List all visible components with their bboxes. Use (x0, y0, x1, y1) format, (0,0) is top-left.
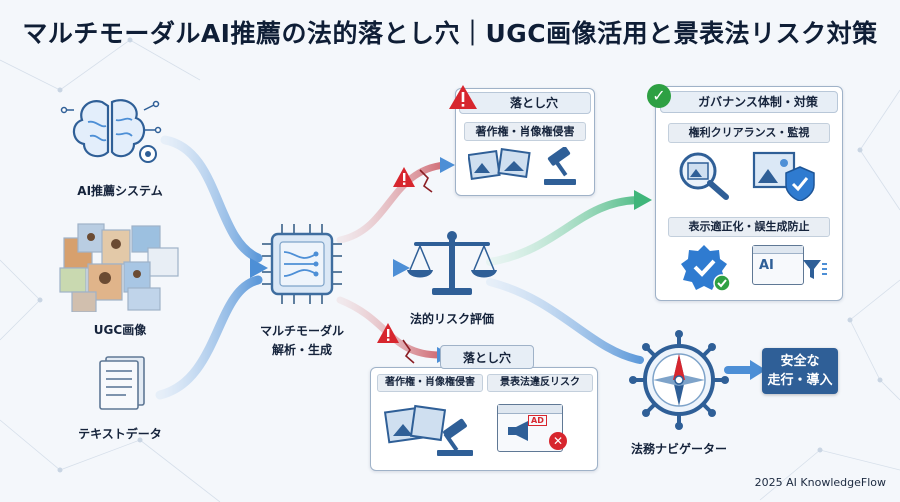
torn-photos-icon (468, 148, 531, 180)
filter-funnel-icon (803, 260, 827, 279)
pitfall-panel-bottom: 著作権・肖像権侵害 景表法違反リスク AD ✕ (370, 367, 598, 471)
pitfall-top-header-bar: 落とし穴 (459, 92, 591, 114)
network-nodes (37, 37, 883, 473)
legal-navigator: 法務ナビゲーター (624, 330, 734, 456)
image-shield-icon (752, 151, 815, 201)
safe-deployment-box: 安全な 走行・導入 (762, 348, 838, 394)
ugc-images-label: UGC画像 (93, 323, 147, 337)
ai-tag: AI (759, 258, 774, 273)
megaphone-icon (508, 421, 528, 441)
ad-label: AD (528, 415, 547, 426)
ai-filter-window: AI (752, 245, 804, 285)
page-title: マルチモーダルAI推薦の法的落とし穴｜UGC画像活用と景表法リスク対策 (22, 19, 878, 48)
image-search-icon (679, 152, 729, 200)
risk-evaluation-label: 法的リスク評価 (409, 312, 494, 326)
document-stack-icon (99, 356, 145, 410)
result-line-2: 走行・導入 (767, 373, 833, 388)
governance-item-2: 表示適正化・誤生成防止 (668, 217, 830, 237)
pitfall-bottom-header: 落とし穴 (462, 351, 511, 365)
pitfall-top-header: 落とし穴 (509, 96, 558, 110)
pitfall-panel-top: 落とし穴 著作権・肖像権侵害 (455, 88, 595, 196)
input-text-data: テキストデータ (60, 355, 180, 441)
input-ugc-images: UGC画像 (58, 222, 182, 347)
checkmark-badge-icon: ✓ (647, 84, 671, 108)
navigator-label: 法務ナビゲーター (630, 442, 727, 456)
verified-badge-icon (681, 245, 731, 292)
warning-icon-panel-top (448, 84, 478, 110)
pitfall-bottom-item-2: 景表法違反リスク (487, 374, 593, 392)
footer-credit: 2025 AI KnowledgeFlow (754, 476, 886, 489)
crack-marks (402, 169, 433, 364)
governance-header-bar: ガバナンス体制・対策 (660, 91, 838, 113)
error-x-icon: ✕ (549, 432, 567, 450)
governance-item-1: 権利クリアランス・監視 (668, 123, 830, 143)
processor-label-2: 解析・生成 (271, 343, 332, 357)
pitfall-top-item: 著作権・肖像権侵害 (464, 122, 586, 141)
gavel-icon (544, 147, 576, 185)
brain-circuit-icon (60, 99, 162, 163)
compass-wheel-icon (629, 330, 729, 430)
ai-system-label: AI推薦システム (77, 184, 163, 198)
ai-window-titlebar (753, 246, 803, 254)
photo-collage-icon (59, 223, 179, 313)
input-ai-system: AI推薦システム (60, 90, 180, 198)
governance-header: ガバナンス体制・対策 (698, 95, 818, 109)
text-data-label: テキストデータ (78, 427, 162, 441)
risk-evaluation: 法的リスク評価 (402, 228, 502, 328)
processor-label-1: マルチモーダル (260, 324, 345, 338)
pitfall-bottom-item-1: 著作権・肖像権侵害 (377, 374, 483, 392)
processor-node: マルチモーダル 解析・生成 (260, 222, 345, 357)
warning-icon-top (392, 166, 416, 188)
governance-panel: ガバナンス体制・対策 権利クリアランス・監視 表示適正化・誤生成防止 AI (655, 86, 843, 301)
warning-icon-bottom (376, 322, 400, 344)
ai-chip-icon (262, 224, 342, 304)
torn-photo-gavel-icon (383, 404, 473, 456)
ad-window-titlebar (498, 405, 562, 414)
result-line-1: 安全な (780, 354, 820, 369)
scales-icon (407, 231, 497, 295)
pitfall-bottom-header-bar: 落とし穴 (440, 345, 534, 369)
